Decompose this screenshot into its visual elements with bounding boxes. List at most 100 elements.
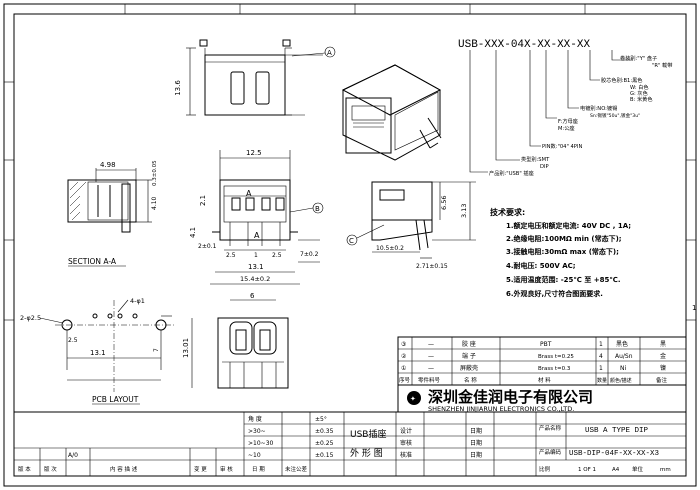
section-label: SECTION A-A (68, 257, 117, 266)
legend-r4b: M:公座 (558, 124, 575, 132)
bom-r1-mat: PBT (540, 341, 552, 348)
pcb-hole-2: 2-φ2.5 (20, 314, 41, 322)
pcb-dim-2-5: 2.5 (68, 337, 78, 344)
bom-r1-note: 黑 (660, 341, 666, 348)
change-hdr: 变 更 (194, 465, 207, 473)
tech-l4: 4.耐电压: 500V AC; (506, 261, 576, 270)
legend-r2b: W: 白色 (630, 83, 649, 91)
tol-r3a: ~10 (248, 452, 261, 459)
bom-r1-code: — (428, 341, 434, 348)
tech-l3: 3.接触电阻:30mΩ max (常态下); (506, 247, 619, 256)
section-a-a-view: 4.98 4.10 0.3±0.05 SECTION A-A (67, 160, 158, 267)
pname-label: 产品名称 (539, 424, 562, 432)
ver-hdr: 版 次 (44, 465, 57, 473)
dim-4-1: 4.1 (189, 227, 197, 238)
bom-r2-note: 金 (660, 352, 666, 360)
bom-r3-color: Ni (620, 365, 626, 372)
front-view: 12.5 2.1 4.1 2±0.1 A A 2.5 1 2.5 13.1 15… (189, 149, 324, 285)
shape-title: 外 形 图 (350, 447, 383, 459)
dim-2-1: 2.1 (199, 195, 207, 206)
pcb-layout: 13.1 7 2-φ2.5 4-φ1 2.5 PCB LAYOUT (20, 297, 175, 405)
scale-label: 比例 (539, 465, 551, 473)
bom-h-note: 备注 (656, 376, 668, 384)
unit-label: 单位 (632, 465, 644, 473)
side-view: 6.56 3.13 10.5±0.2 2.71±0.15 C (346, 181, 476, 270)
bom-r2-color: Au/Sn (615, 353, 633, 360)
legend-r7: 产品别:"USB" 插座 (489, 169, 534, 177)
bom-r2-mat: Brass t=0.25 (538, 354, 574, 360)
bom-h-color: 颜色/描述 (610, 377, 632, 384)
pcode-label: 产品编码 (539, 448, 562, 456)
dim-10-5: 10.5±0.2 (376, 245, 404, 252)
design-label: 设计 (400, 427, 412, 435)
legend-r5: PIN数:"04" 4PIN (542, 142, 582, 150)
bom-r2-code: — (428, 353, 434, 360)
title-block: 角 度 ±5° >30~ ±0.35 >10~30 ±0.25 ~10 ±0.1… (13, 411, 687, 477)
tol-r1a: >30~ (248, 428, 266, 435)
dim-13-01: 13.01 (182, 338, 190, 358)
bom-h-qty: 数量 (597, 377, 607, 384)
dim-3-13: 3.13 (460, 204, 468, 218)
bom-r3-mat: Brass t=0.3 (538, 366, 571, 372)
dim-1: 1 (254, 252, 258, 259)
border-number-1: 1 (692, 304, 696, 312)
unspec-hdr: 未注公差 (285, 465, 308, 473)
dim-13-6: 13.6 (174, 80, 182, 96)
rev-val: A/0 (68, 452, 78, 459)
dim-4-10: 4.10 (151, 196, 158, 210)
bom-r3-no: ① (401, 365, 406, 372)
dim-6: 6 (250, 292, 255, 300)
pcb-hole-4: 4-φ1 (130, 297, 145, 305)
svg-text:✦: ✦ (410, 395, 416, 403)
bom-r3-code: — (428, 365, 434, 372)
legend-r1: 卷装别:"Y" 盘子 (620, 54, 657, 62)
callout-c: C (349, 237, 354, 245)
company-en: SHENZHEN JINJIARUN ELECTRONICS CO.,LTD. (428, 405, 574, 413)
bom-r2-name: 端 子 (462, 352, 476, 360)
tech-l6: 6.外观良好,尺寸符合图面要求. (506, 289, 603, 298)
product-name: USB A TYPE DIP (585, 427, 649, 435)
content-hdr: 内 容 描 述 (110, 465, 138, 473)
inner-border (13, 13, 687, 477)
dim-2-5a: 2.5 (226, 252, 236, 259)
check-label: 审核 (400, 439, 412, 447)
dim-2-5b: 2.5 (272, 252, 282, 259)
tol-r3b: ±0.15 (315, 452, 334, 459)
bom-r3-note: 镍 (660, 364, 666, 372)
bottom-view: 6 13.01 (182, 292, 289, 389)
approve-label: 核准 (400, 451, 412, 459)
bom-r1-no: ③ (401, 341, 406, 348)
dim-15-4: 15.4±0.2 (240, 275, 270, 283)
company-bar: ✦ 深圳金佳润电子有限公司 SHENZHEN JINJIARUN ELECTRO… (397, 384, 687, 413)
legend-r6b: DIP (540, 164, 549, 170)
part-code-diagram: USB-XXX-04X-XX-XX-XX 卷装别:"Y" 盘子 "R" 载带 胶… (458, 39, 672, 177)
sheet-num: 1 OF 1 (578, 467, 596, 473)
bom-h-no: 序号 (399, 376, 411, 384)
bom-h-name: 名 称 (464, 376, 477, 384)
tol-r1b: ±0.35 (315, 428, 334, 435)
legend-r6: 类型别:SMT (521, 155, 550, 163)
tech-l5: 5.适用温度范围: -25℃ 至 +85℃. (506, 275, 621, 284)
dim-0-3: 0.3±0.05 (152, 160, 158, 186)
code-prefix: USB-XXX-04X-XX-XX-XX (458, 39, 590, 51)
bom-r2-qty: 4 (599, 353, 603, 360)
bom-r3-qty: 1 (599, 365, 603, 372)
pcb-dim-13-1: 13.1 (90, 349, 106, 357)
bom-r1-name: 胶 座 (462, 340, 476, 348)
company-logo (407, 391, 421, 405)
date1-label: 日期 (470, 427, 482, 435)
dim-13-1: 13.1 (248, 263, 264, 271)
legend-r2d: B: 米黄色 (630, 95, 653, 103)
date-hdr: 日 期 (252, 466, 265, 473)
dim-4-98: 4.98 (100, 161, 116, 169)
pcb-label: PCB LAYOUT (92, 395, 139, 404)
tech-l1: 1.额定电压和额定电流: 40V DC , 1A; (506, 221, 631, 230)
bom-r1-qty: 1 (599, 341, 603, 348)
tol-r2a: >10~30 (248, 440, 274, 447)
tech-title: 技术要求: (490, 207, 525, 217)
dim-2-71: 2.71±0.15 (416, 263, 448, 270)
top-view: 13.6 A (174, 39, 336, 116)
dim-7: 7±0.2 (300, 251, 319, 258)
legend-r4: F:方母座 (558, 117, 578, 125)
